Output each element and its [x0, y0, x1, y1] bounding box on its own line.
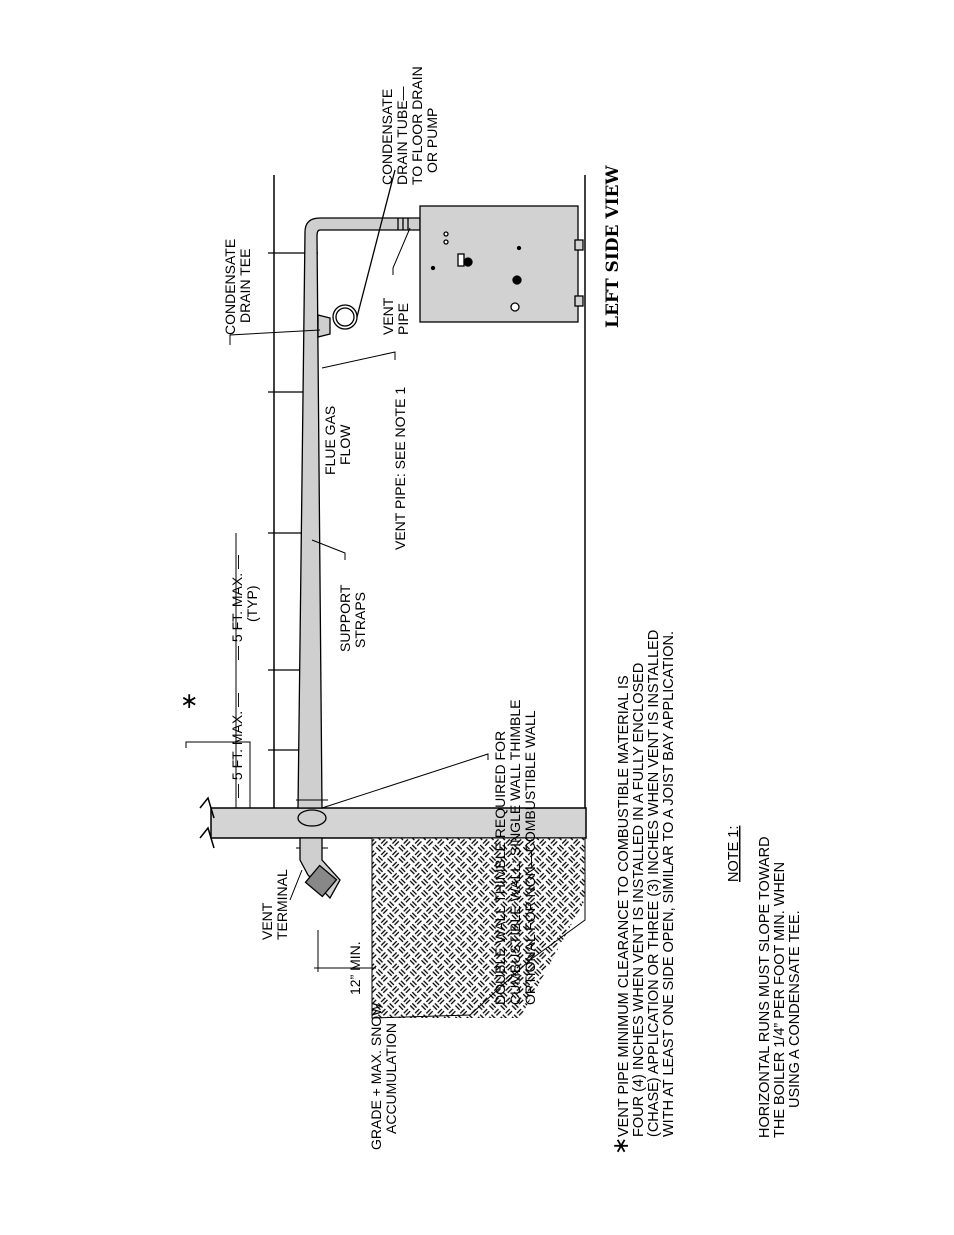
- svg-text:LEFT SIDE VIEW: LEFT SIDE VIEW: [603, 165, 623, 328]
- svg-text:∗: ∗: [608, 1137, 633, 1155]
- svg-text:FOUR (4) INCHES WHEN VENT IS I: FOUR (4) INCHES WHEN VENT IS INSTALLED I…: [631, 663, 647, 1137]
- svg-text:DOUBLE WALL THIMBLE REQUIRED F: DOUBLE WALL THIMBLE REQUIRED FOR: [492, 731, 508, 1005]
- grade-label: GRADE + MAX. SNOW ACCUMULATION: [368, 1002, 399, 1150]
- svg-text:ACCUMULATION: ACCUMULATION: [383, 1023, 399, 1134]
- svg-text:NOTE 1:: NOTE 1:: [726, 826, 742, 882]
- svg-text:(TYP): (TYP): [244, 585, 260, 622]
- svg-text:GRADE + MAX. SNOW: GRADE + MAX. SNOW: [368, 1002, 384, 1150]
- svg-text:FLOW: FLOW: [337, 424, 353, 465]
- clearance-asterisk: ∗: [180, 688, 198, 713]
- condensate-drain-tee-label: CONDENSATE DRAIN TEE: [222, 239, 253, 335]
- svg-text:HORIZONTAL RUNS MUST SLOPE TOW: HORIZONTAL RUNS MUST SLOPE TOWARD: [757, 836, 773, 1138]
- svg-text:PIPE: PIPE: [395, 303, 411, 335]
- svg-text:VENT PIPE: SEE NOTE 1: VENT PIPE: SEE NOTE 1: [392, 387, 408, 550]
- wall-break-symbol: [199, 796, 215, 849]
- svg-text:TERMINAL: TERMINAL: [274, 869, 290, 940]
- svg-text:DRAIN TEE: DRAIN TEE: [237, 249, 253, 323]
- clearance-note: ∗ VENT PIPE MINIMUM CLEARANCE TO COMBUST…: [608, 630, 677, 1155]
- flue-gas-flow-label: FLUE GAS FLOW: [322, 406, 353, 475]
- vent-pipe-label: VENT PIPE: [380, 297, 411, 335]
- svg-text:DRAIN TUBE—: DRAIN TUBE—: [394, 86, 410, 185]
- svg-text:CUMBUSTIBLE WALL; SINGLE WALL: CUMBUSTIBLE WALL; SINGLE WALL THIMBLE: [507, 700, 523, 1005]
- see-note-label: VENT PIPE: SEE NOTE 1: [392, 387, 408, 550]
- condensate-drain-tube-label: CONDENSATE DRAIN TUBE— TO FLOOR DRAIN OR…: [379, 66, 440, 185]
- condensate-tee: [317, 169, 396, 338]
- vent-terminal-label: VENT TERMINAL: [259, 869, 290, 940]
- svg-text:WITH AT LEAST ONE SIDE OPEN, S: WITH AT LEAST ONE SIDE OPEN, SIMILAR TO …: [661, 631, 677, 1137]
- svg-text:USING A CONDENSATE TEE.: USING A CONDENSATE TEE.: [787, 910, 803, 1108]
- svg-text:SUPPORT: SUPPORT: [337, 584, 353, 652]
- svg-text:CONDENSATE: CONDENSATE: [222, 239, 238, 335]
- svg-text:OR PUMP: OR PUMP: [424, 108, 440, 173]
- svg-text:THE BOILER 1/4” PER FOOT MIN.: THE BOILER 1/4” PER FOOT MIN. WHEN: [772, 862, 788, 1138]
- dimension-5ft-first: — 5 FT. MAX. —: [229, 693, 245, 798]
- thimble-label: DOUBLE WALL THIMBLE REQUIRED FOR CUMBUST…: [492, 700, 538, 1005]
- svg-text:FLUE GAS: FLUE GAS: [322, 406, 338, 475]
- support-straps-label: SUPPORT STRAPS: [337, 584, 368, 652]
- svg-text:TO FLOOR DRAIN: TO FLOOR DRAIN: [409, 66, 425, 185]
- dimension-5ft-typ: — 5 FT. MAX. — (TYP): [229, 555, 260, 660]
- exterior-wall: [210, 807, 587, 839]
- boiler-unit: [419, 205, 584, 323]
- svg-text:STRAPS: STRAPS: [352, 592, 368, 648]
- clearance-min-label: 12” MIN.: [347, 941, 363, 995]
- svg-text:VENT: VENT: [259, 902, 275, 940]
- note-1: NOTE 1:: [726, 826, 742, 882]
- note-1-body: HORIZONTAL RUNS MUST SLOPE TOWARD THE BO…: [757, 836, 803, 1138]
- view-title: LEFT SIDE VIEW: [603, 165, 623, 328]
- svg-text:(CHASE) APPLICATION OR THREE (: (CHASE) APPLICATION OR THREE (3) INCHES …: [646, 630, 662, 1137]
- svg-text:VENT: VENT: [380, 297, 396, 335]
- svg-text:OPTIONAL FOR NON—COMBUSTIBLE W: OPTIONAL FOR NON—COMBUSTIBLE WALL: [522, 710, 538, 1005]
- svg-text:— 5 FT. MAX. —: — 5 FT. MAX. —: [229, 555, 245, 660]
- svg-text:12” MIN.: 12” MIN.: [347, 941, 363, 995]
- vent-pipe: [296, 217, 421, 900]
- building-structure: [199, 175, 587, 849]
- svg-text:CONDENSATE: CONDENSATE: [379, 89, 395, 185]
- svg-text:— 5 FT. MAX. —: — 5 FT. MAX. —: [229, 693, 245, 798]
- svg-text:VENT PIPE MINIMUM CLEARANCE TO: VENT PIPE MINIMUM CLEARANCE TO COMBUSTIB…: [616, 675, 632, 1137]
